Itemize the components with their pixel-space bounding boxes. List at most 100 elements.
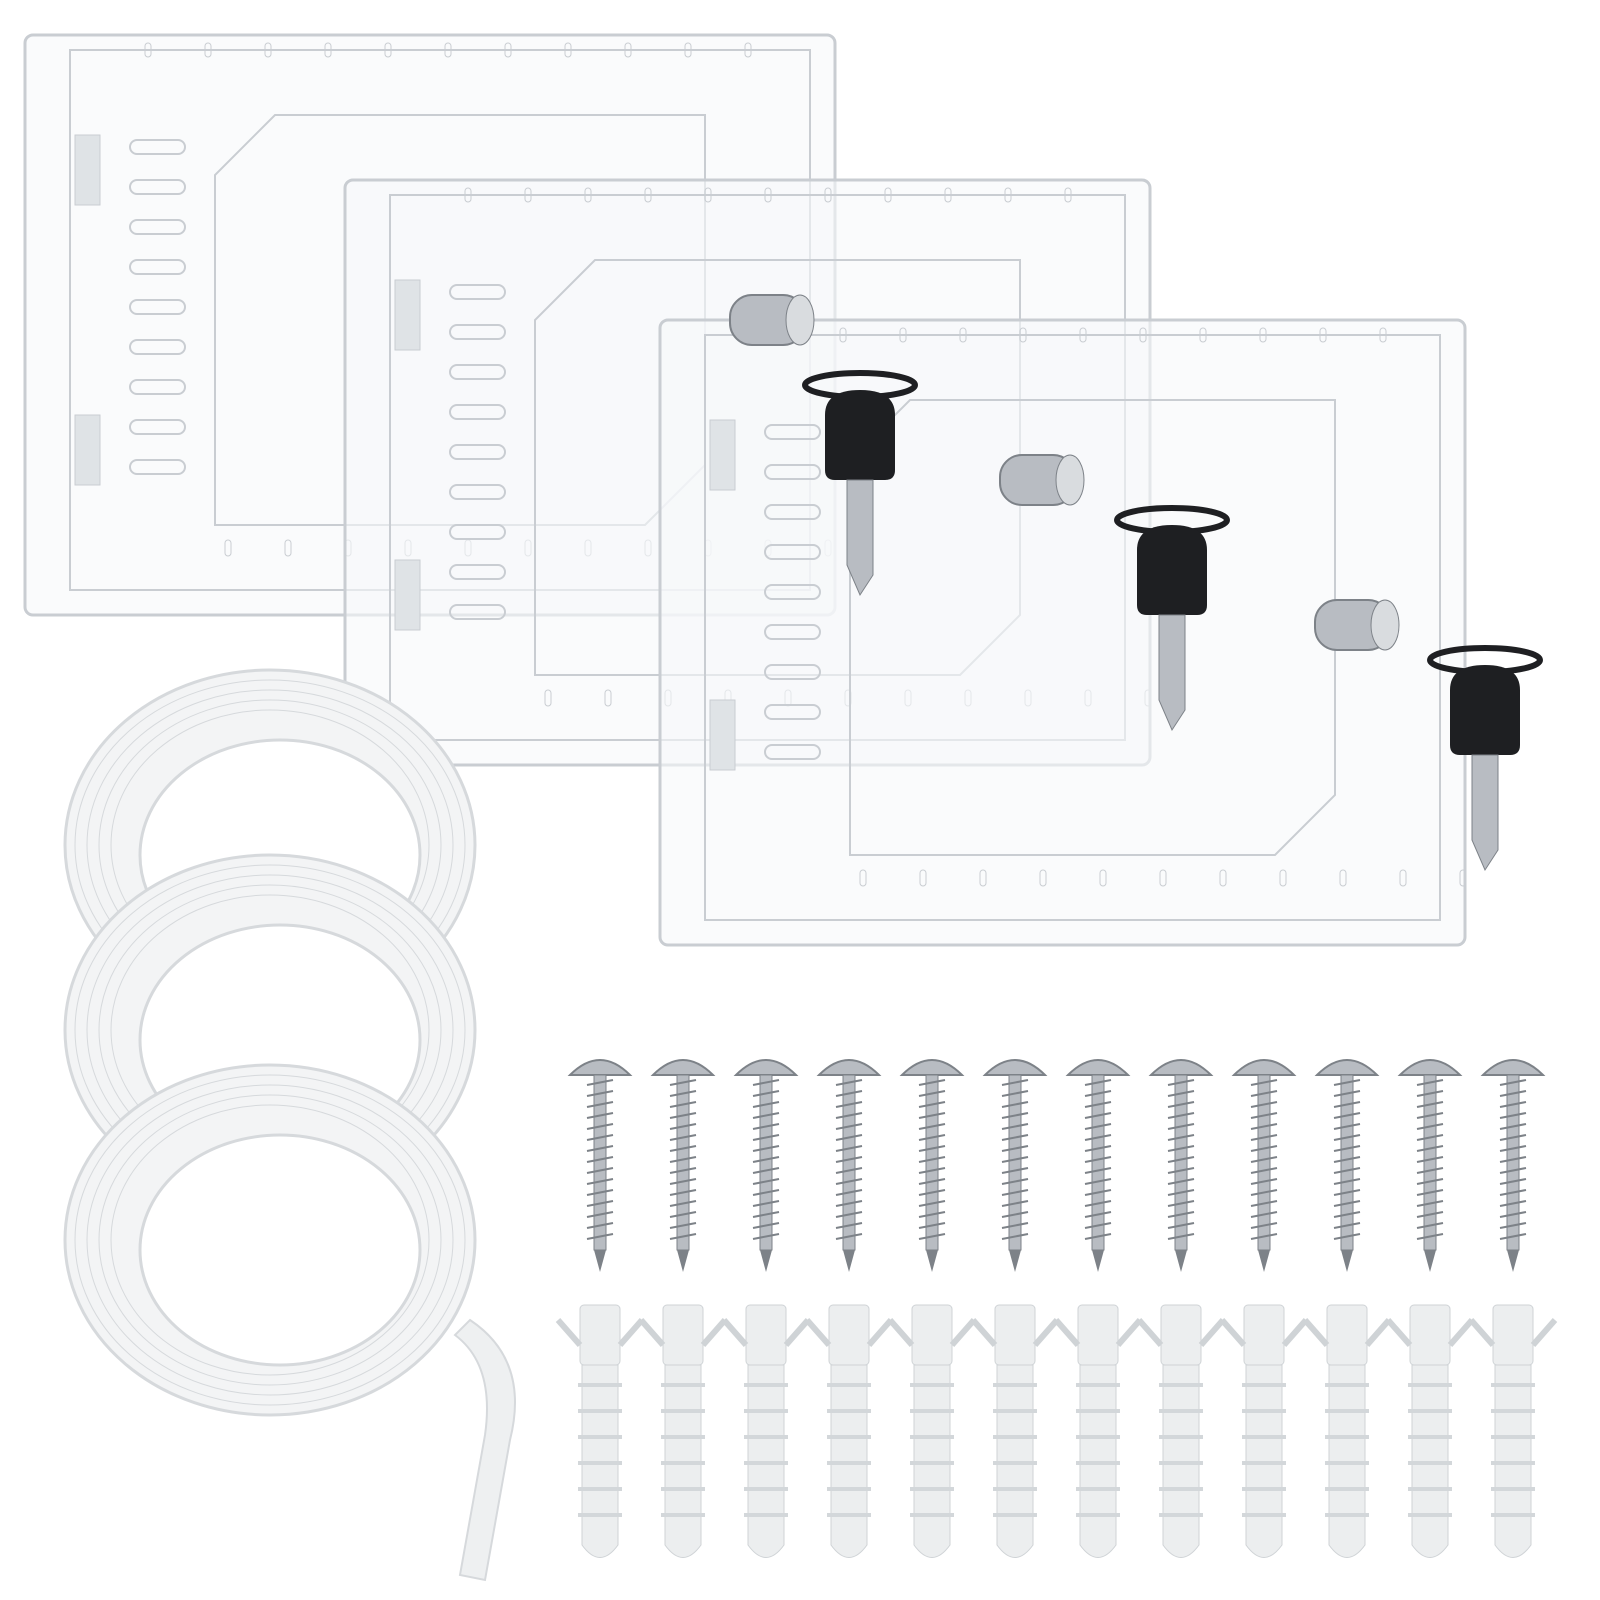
screw-thread bbox=[918, 1200, 946, 1207]
peg bbox=[264, 42, 272, 58]
screw-thread bbox=[835, 1233, 863, 1240]
anchor-wings bbox=[804, 1318, 894, 1347]
screw-thread bbox=[1250, 1200, 1278, 1207]
screw-thread bbox=[1250, 1189, 1278, 1196]
screw-tip bbox=[1424, 1250, 1436, 1272]
screw-thread bbox=[586, 1156, 614, 1163]
screw-thread bbox=[1001, 1167, 1029, 1174]
screw-thread bbox=[752, 1145, 780, 1152]
screw-thread bbox=[1333, 1156, 1361, 1163]
screw-thread bbox=[1167, 1222, 1195, 1229]
screw-thread bbox=[1084, 1134, 1112, 1141]
screw-thread bbox=[1084, 1145, 1112, 1152]
peg bbox=[859, 869, 867, 887]
screw-thread bbox=[669, 1079, 697, 1086]
vent-slot bbox=[764, 424, 821, 440]
screw-thread bbox=[918, 1222, 946, 1229]
peg bbox=[884, 187, 892, 203]
screw-thread bbox=[1416, 1200, 1444, 1207]
vent-slot bbox=[449, 324, 506, 340]
screw-thread bbox=[1499, 1178, 1527, 1185]
peg bbox=[384, 42, 392, 58]
screw-thread bbox=[1333, 1145, 1361, 1152]
screw-head bbox=[733, 1059, 799, 1076]
tape-roll-3 bbox=[63, 1063, 477, 1417]
screw-thread bbox=[669, 1156, 697, 1163]
vent-slot bbox=[764, 504, 821, 520]
screw-head bbox=[982, 1059, 1048, 1076]
box-front bbox=[704, 334, 1441, 921]
peg bbox=[1004, 187, 1012, 203]
anchor-collar bbox=[1326, 1304, 1368, 1366]
anchor-wings bbox=[721, 1318, 811, 1347]
peg bbox=[1339, 869, 1347, 887]
screw-thread bbox=[586, 1112, 614, 1119]
screw-thread bbox=[918, 1123, 946, 1130]
screw-thread bbox=[1333, 1233, 1361, 1240]
screw-thread bbox=[1084, 1112, 1112, 1119]
peg bbox=[744, 42, 752, 58]
vent-slot bbox=[449, 404, 506, 420]
anchor-wings bbox=[638, 1318, 728, 1347]
screw-thread bbox=[669, 1101, 697, 1108]
anchor-collar bbox=[911, 1304, 953, 1366]
screw-head bbox=[1065, 1059, 1131, 1076]
anchor-wings bbox=[1219, 1318, 1309, 1347]
hinge bbox=[74, 134, 101, 206]
screw-thread bbox=[1333, 1079, 1361, 1086]
screw-thread bbox=[835, 1145, 863, 1152]
screw-thread bbox=[669, 1189, 697, 1196]
peg bbox=[1064, 187, 1072, 203]
screw-thread bbox=[1499, 1090, 1527, 1097]
vent-slot bbox=[129, 259, 186, 275]
screw-thread bbox=[918, 1211, 946, 1218]
screw-thread bbox=[1001, 1145, 1029, 1152]
screw-thread bbox=[1333, 1101, 1361, 1108]
anchor-wings bbox=[1385, 1318, 1475, 1347]
peg bbox=[564, 42, 572, 58]
screw-thread bbox=[1499, 1156, 1527, 1163]
anchor-collar bbox=[1492, 1304, 1534, 1366]
screw-thread bbox=[918, 1189, 946, 1196]
screw-thread bbox=[1167, 1233, 1195, 1240]
screw-icon bbox=[899, 1059, 965, 1272]
screw-thread bbox=[669, 1222, 697, 1229]
screw-thread bbox=[918, 1178, 946, 1185]
screw-thread bbox=[752, 1101, 780, 1108]
screw-thread bbox=[752, 1200, 780, 1207]
screw-tip bbox=[677, 1250, 689, 1272]
anchor-collar bbox=[1409, 1304, 1451, 1366]
screw-thread bbox=[1001, 1156, 1029, 1163]
screw-thread bbox=[1167, 1200, 1195, 1207]
screw-thread bbox=[1001, 1101, 1029, 1108]
tape-layer bbox=[98, 1094, 442, 1386]
screw-thread bbox=[752, 1167, 780, 1174]
screw-thread bbox=[1416, 1112, 1444, 1119]
key-head-icon bbox=[825, 390, 895, 480]
screw-thread bbox=[669, 1112, 697, 1119]
screw-thread bbox=[586, 1134, 614, 1141]
screw-thread bbox=[918, 1233, 946, 1240]
lock-and-key-1 bbox=[729, 294, 918, 597]
screw-thread bbox=[1001, 1189, 1029, 1196]
screw-thread bbox=[1250, 1211, 1278, 1218]
screw-thread bbox=[835, 1167, 863, 1174]
peg bbox=[584, 187, 592, 203]
screw-thread bbox=[1416, 1101, 1444, 1108]
peg bbox=[1159, 869, 1167, 887]
screw-thread bbox=[1416, 1156, 1444, 1163]
screw-thread bbox=[1001, 1134, 1029, 1141]
screw-tip bbox=[1009, 1250, 1021, 1272]
screw-icon bbox=[1314, 1059, 1380, 1272]
screw-thread bbox=[1084, 1222, 1112, 1229]
screw-thread bbox=[669, 1211, 697, 1218]
screw-thread bbox=[918, 1101, 946, 1108]
peg bbox=[684, 42, 692, 58]
screw-thread bbox=[1250, 1145, 1278, 1152]
screw-thread bbox=[1499, 1189, 1527, 1196]
screw-thread bbox=[669, 1134, 697, 1141]
peg bbox=[224, 539, 232, 557]
wall-anchor-icon bbox=[1219, 1304, 1309, 1558]
screw-thread bbox=[1499, 1101, 1527, 1108]
screw-tip bbox=[594, 1250, 606, 1272]
